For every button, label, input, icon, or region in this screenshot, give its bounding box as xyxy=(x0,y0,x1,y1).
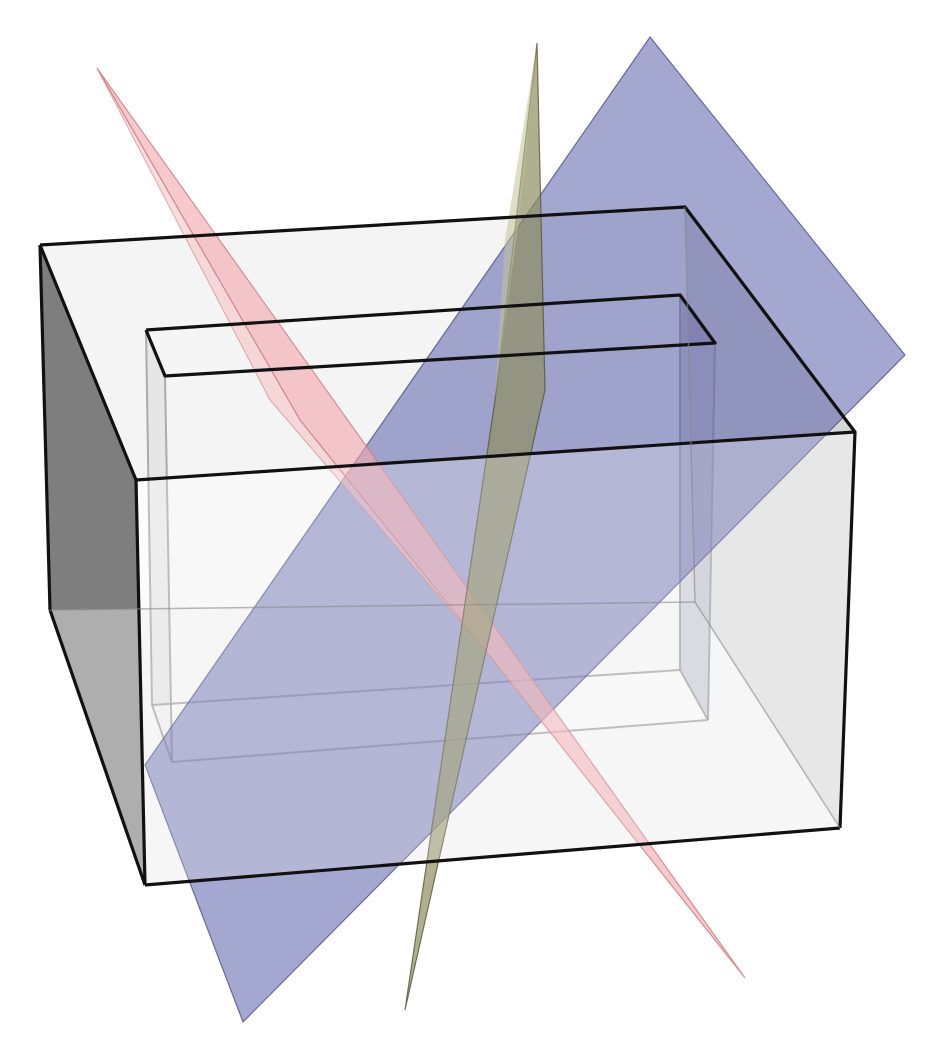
planes xyxy=(96,35,906,1024)
box-edges xyxy=(38,205,857,887)
box-left-face xyxy=(40,245,145,885)
box-hidden-edges xyxy=(49,206,841,829)
olive-plane-highlight xyxy=(495,43,537,400)
blue-plane xyxy=(144,35,906,1024)
glass-overlay xyxy=(136,432,855,885)
